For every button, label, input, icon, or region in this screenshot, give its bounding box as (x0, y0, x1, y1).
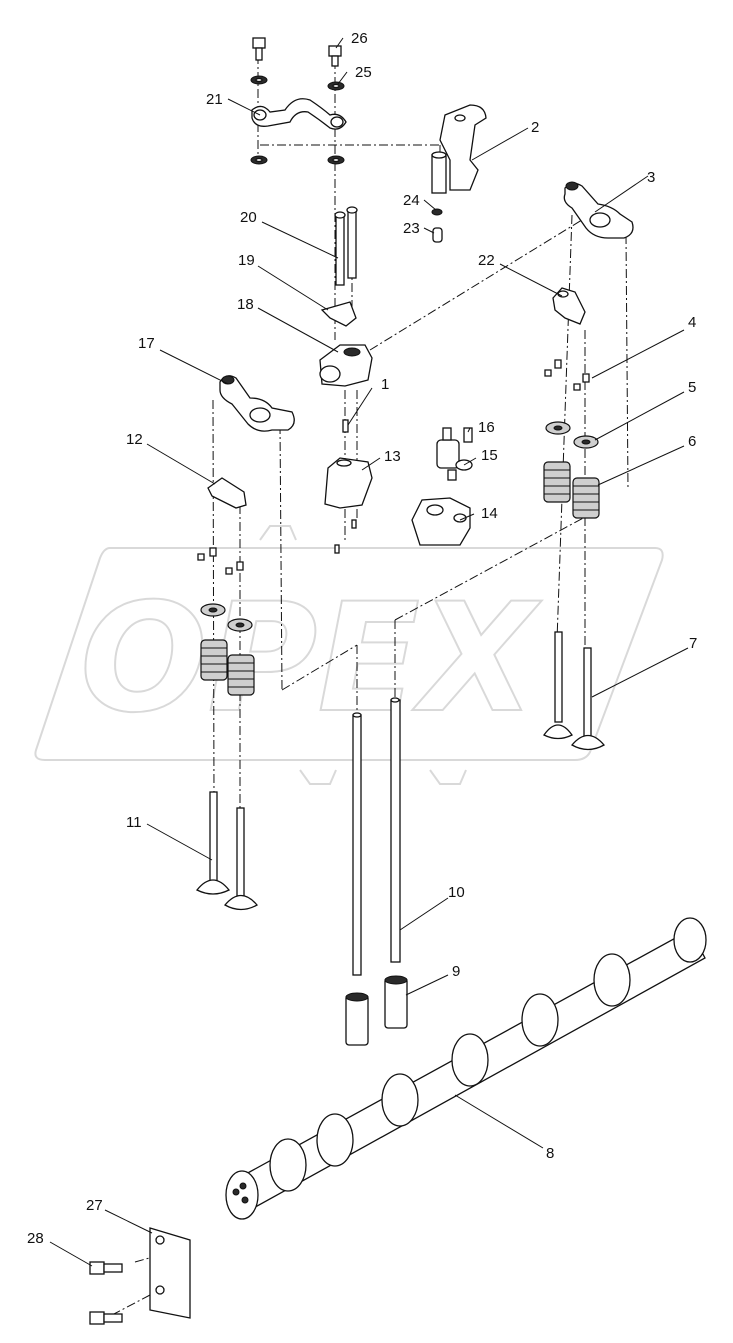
push-rods-10 (352, 697, 401, 976)
valve-collets-4 (197, 359, 590, 575)
label-5: 5 (688, 379, 696, 396)
bolt-26 (252, 37, 342, 67)
thrust-plate-27 (149, 1227, 191, 1319)
label-17: 17 (138, 335, 155, 352)
rocker-arm-3 (563, 181, 634, 239)
label-1: 1 (381, 376, 389, 393)
adjuster-screw-1 (342, 419, 349, 433)
valve-bridge-22 (552, 287, 586, 325)
spring-retainer-5 (200, 421, 599, 632)
label-11: 11 (126, 814, 142, 831)
label-22: 22 (478, 252, 495, 269)
dowel-23 (432, 227, 443, 243)
label-10: 10 (448, 884, 465, 901)
label-14: 14 (481, 505, 498, 522)
rocker-arm-17 (219, 375, 295, 432)
watermark-logo: OPEX (34, 525, 664, 785)
label-13: 13 (384, 448, 401, 465)
label-4: 4 (688, 314, 696, 331)
callout-labels: 1 2 3 4 5 6 7 8 9 10 11 12 13 14 15 16 1… (27, 30, 697, 1247)
label-9: 9 (452, 963, 460, 980)
bolts-28 (89, 1261, 123, 1325)
bolts-20 (334, 206, 358, 286)
camshaft-8 (225, 917, 707, 1220)
label-7: 7 (689, 635, 697, 652)
bracket-14 (411, 497, 471, 546)
label-25: 25 (355, 64, 372, 81)
label-27: 27 (86, 1197, 103, 1214)
label-6: 6 (688, 433, 696, 450)
oil-pipe-21 (251, 98, 347, 130)
label-12: 12 (126, 431, 143, 448)
valves-11 (195, 791, 259, 911)
label-20: 20 (240, 209, 257, 226)
valve-springs-6 (200, 461, 600, 696)
tappets-9 (345, 975, 408, 1046)
watermark-text: OPEX (80, 572, 542, 746)
label-21: 21 (206, 91, 223, 108)
label-16: 16 (478, 419, 495, 436)
washer-25 (250, 75, 345, 165)
leader-lines (49, 37, 689, 1267)
label-8: 8 (546, 1145, 554, 1162)
valves-7 (543, 631, 606, 751)
label-23: 23 (403, 220, 420, 237)
screw-16 (463, 427, 473, 443)
label-15: 15 (481, 447, 498, 464)
rocker-bracket-2 (431, 104, 487, 194)
label-18: 18 (237, 296, 254, 313)
label-28: 28 (27, 1230, 44, 1247)
rocker-support-18 (319, 344, 373, 387)
clip-19 (320, 301, 357, 327)
label-26: 26 (351, 30, 368, 47)
label-24: 24 (403, 192, 420, 209)
o-ring-24 (431, 208, 443, 216)
label-2: 2 (531, 119, 539, 136)
valve-bridge-12 (207, 477, 247, 509)
pedestal-13 (324, 457, 373, 554)
label-3: 3 (647, 169, 655, 186)
label-19: 19 (238, 252, 255, 269)
